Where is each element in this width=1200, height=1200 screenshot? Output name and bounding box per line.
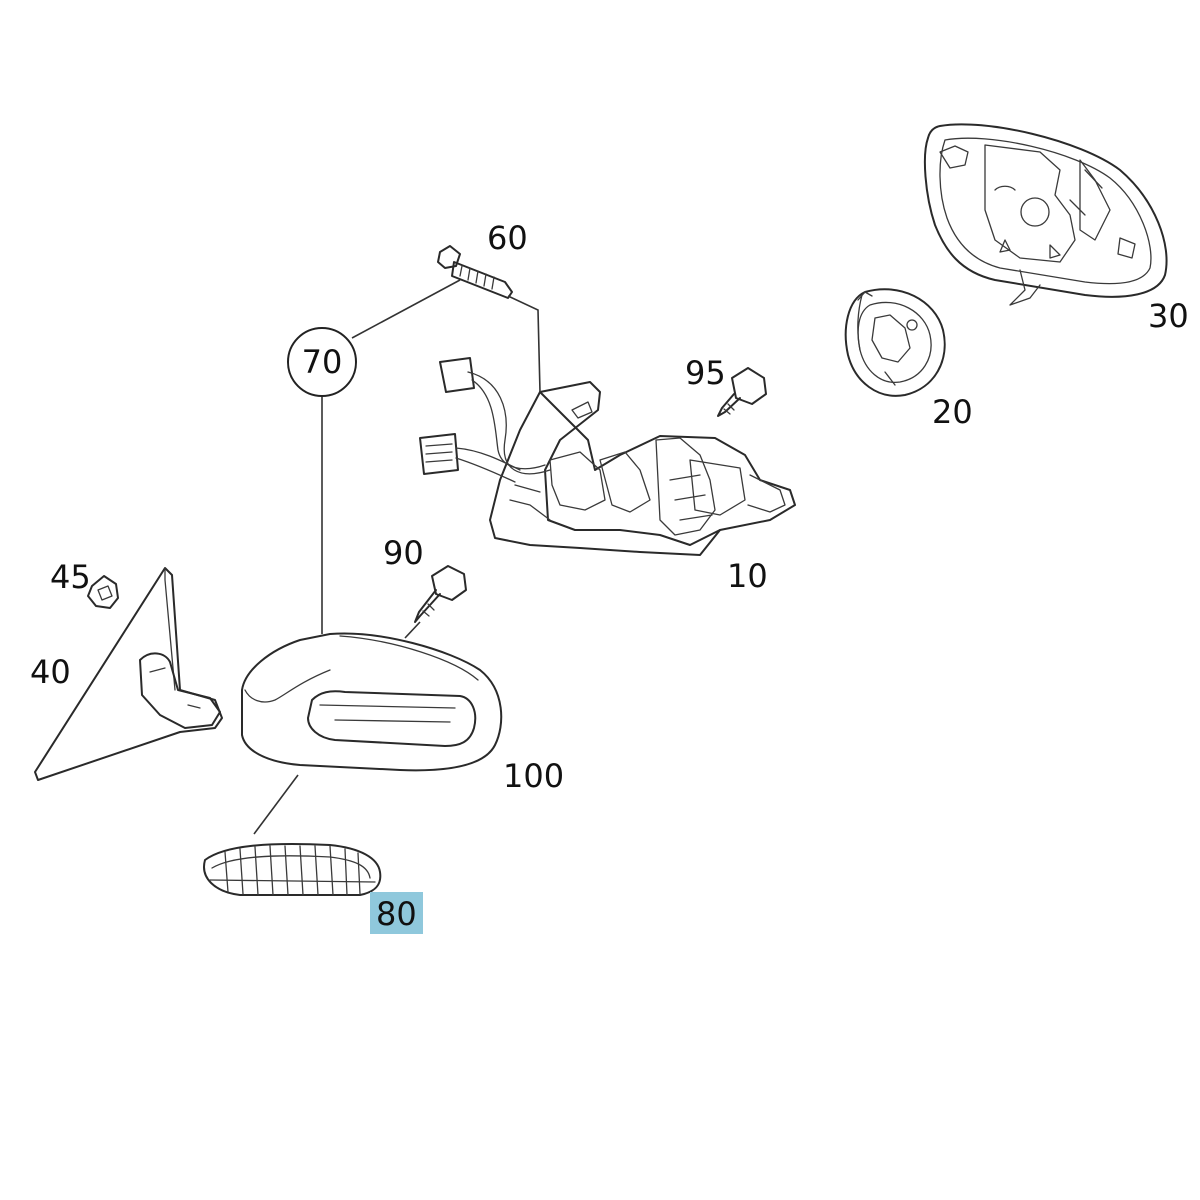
- part-95-screw: [717, 367, 767, 417]
- part-60-bolt: [437, 245, 513, 299]
- callout-80-highlighted: 80: [370, 892, 423, 934]
- callout-20: 20: [932, 393, 973, 431]
- callout-70: 70: [301, 343, 343, 381]
- callout-30: 30: [1148, 297, 1189, 335]
- leader-lines: [253, 279, 541, 835]
- callout-100: 100: [503, 757, 565, 795]
- callout-70-circle: 70: [287, 327, 357, 397]
- part-30-mirror-glass-plate: [923, 123, 1168, 306]
- part-10-mirror-base: [419, 357, 796, 556]
- part-80-turn-signal-lamp: [203, 842, 382, 896]
- callout-45: 45: [50, 558, 91, 596]
- part-45-clip: [87, 575, 119, 609]
- part-40-trim-cover: [34, 567, 223, 781]
- callout-60: 60: [487, 219, 528, 257]
- part-20-adjust-motor: [844, 288, 946, 397]
- callout-10: 10: [727, 557, 768, 595]
- callout-95: 95: [685, 354, 726, 392]
- callout-90: 90: [383, 534, 424, 572]
- part-100-housing-cover: [241, 632, 503, 772]
- part-90-screw: [414, 565, 467, 623]
- callout-40: 40: [30, 653, 71, 691]
